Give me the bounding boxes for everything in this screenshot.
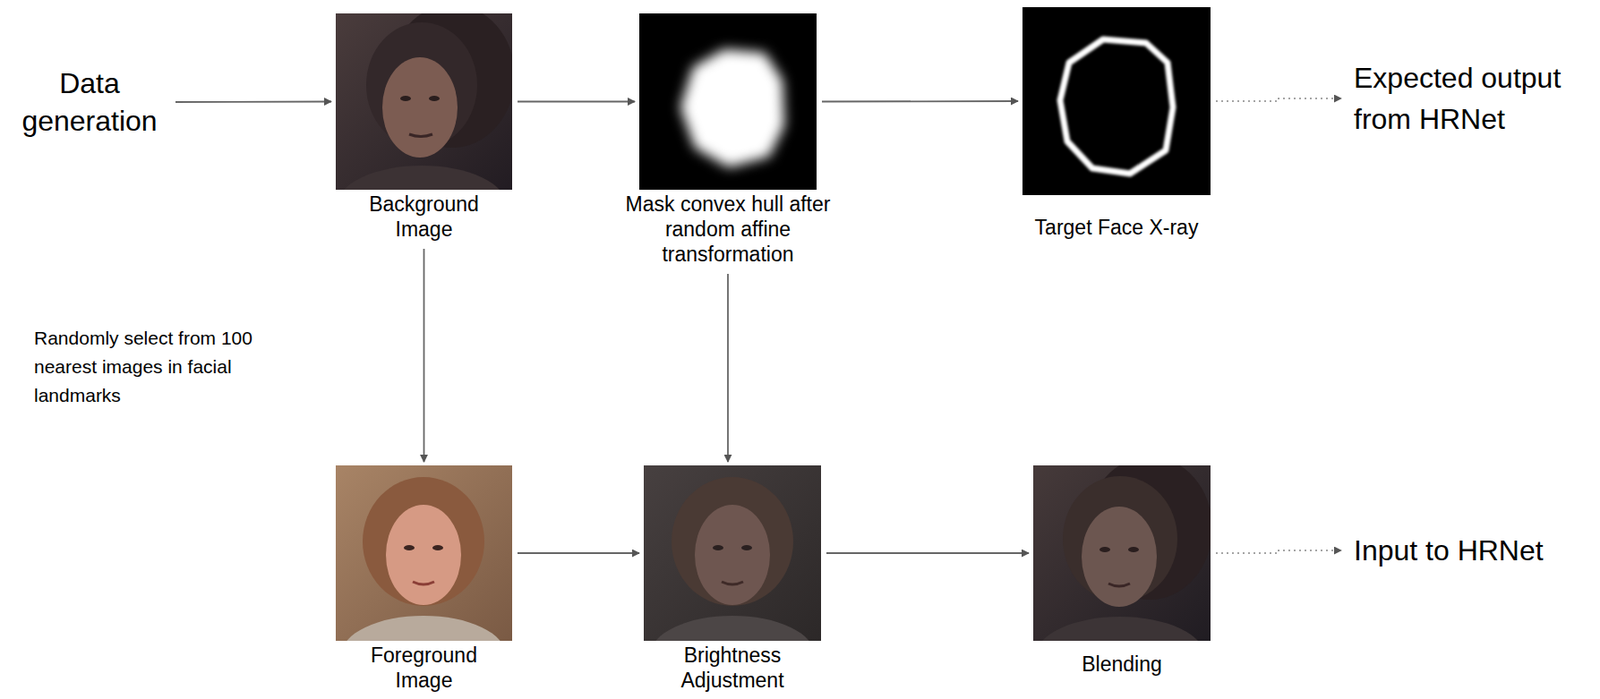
image-caption: Brightness Adjustment [665, 642, 800, 694]
image-panel: Foreground Image [335, 465, 513, 694]
image-area [1033, 465, 1211, 642]
flow-arrow [826, 552, 1029, 555]
edge-label: Randomly select from 100 nearest images … [34, 324, 303, 411]
image-panel: Brightness Adjustment [643, 465, 822, 694]
mask-image [639, 13, 817, 190]
image-panel: Blending [1033, 465, 1211, 677]
flow-text: Data generation [8, 64, 171, 140]
dotted-arrow [1215, 550, 1342, 554]
image-panel: Mask convex hull after random affine tra… [639, 13, 817, 267]
text-node: Expected output from HRNet [1353, 57, 1589, 140]
flow-text: Input to HRNet [1353, 531, 1589, 570]
image-panel: Background Image [335, 13, 513, 242]
image-caption: Blending [1032, 651, 1212, 677]
image-caption: Background Image [357, 191, 492, 242]
image-area [335, 465, 513, 642]
image-area [335, 13, 513, 190]
flow-arrow [517, 552, 640, 555]
background-photo [335, 4, 515, 247]
flow-arrow [727, 273, 729, 463]
image-panel: Target Face X-ray [1022, 7, 1211, 240]
image-caption: Foreground Image [357, 642, 492, 694]
text-node: Data generation [8, 64, 171, 140]
flow-arrow [423, 248, 426, 463]
image-caption: Target Face X-ray [1000, 214, 1233, 240]
foreground-photo [335, 465, 513, 695]
image-area [1022, 7, 1211, 196]
dotted-arrow [1215, 98, 1342, 102]
adjusted-photo [643, 465, 822, 695]
text-node: Input to HRNet [1353, 531, 1589, 570]
blended-photo [1033, 456, 1213, 698]
image-area [639, 13, 817, 190]
image-caption: Mask convex hull after random affine tra… [624, 191, 832, 267]
flow-arrow [517, 101, 635, 103]
image-area [643, 465, 822, 642]
xray-image [1022, 7, 1211, 196]
flow-arrow [821, 100, 1019, 103]
flow-text: Expected output from HRNet [1353, 57, 1589, 140]
flow-arrow [175, 101, 332, 103]
